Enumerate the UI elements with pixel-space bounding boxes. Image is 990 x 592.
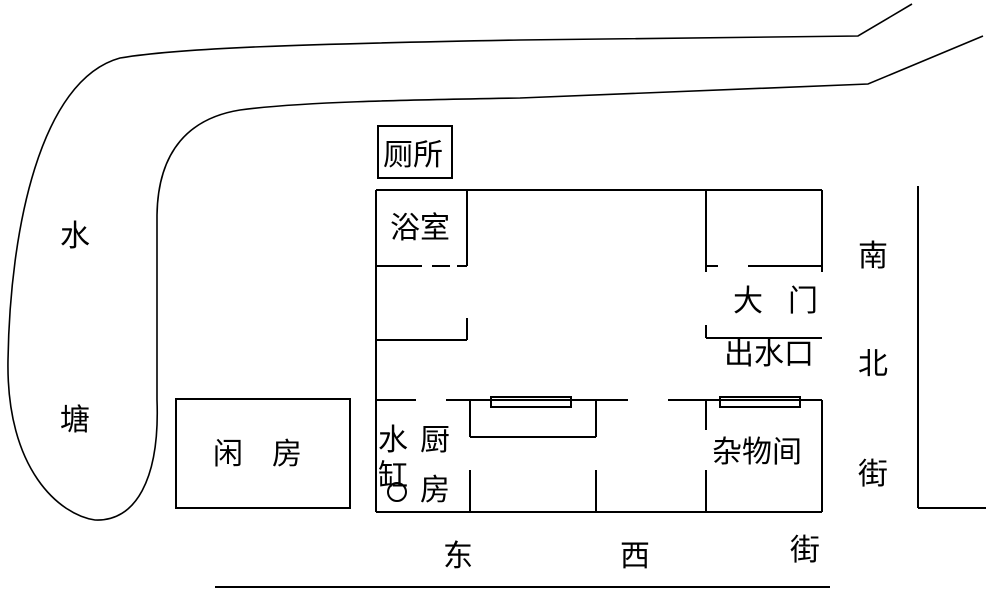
storage-window [719,396,801,408]
idle-room-label-1: 闲 [213,437,243,472]
gate-label-2: 门 [788,284,818,319]
ew-street-label-1: 东 [443,539,473,574]
ns-street-label-1: 南 [858,239,888,274]
water-vat-label-2: 缸 [378,459,408,494]
kitchen-label-1: 厨 [420,423,450,458]
compound-outline [375,189,823,513]
bathroom-walls [376,190,468,341]
ns-street-label-3: 街 [858,457,888,492]
ew-street-label-2: 西 [620,539,650,574]
storage-label: 杂物间 [712,435,802,470]
gate-walls [705,190,822,339]
water-vat-label-1: 水 [378,423,408,458]
kitchen-label-2: 房 [420,473,450,508]
north-south-street-edge [917,186,986,509]
toilet-label: 厕所 [383,138,443,173]
pond-label-1: 水 [60,219,90,254]
bottom-row-walls [376,399,822,512]
gate-label-1: 大 [733,284,763,319]
pond-outer-bank [7,3,984,521]
bathroom-label: 浴室 [390,211,450,246]
idle-room-box [175,398,351,509]
toilet-box [377,125,453,179]
kitchen-window [490,396,572,408]
ns-street-label-2: 北 [858,347,888,382]
idle-room-label-2: 房 [272,437,302,472]
water-outlet-label: 出水口 [724,337,814,372]
ew-street-label-3: 街 [790,533,820,568]
pond-label-2: 塘 [60,403,90,438]
water-vat-icon [387,482,407,502]
